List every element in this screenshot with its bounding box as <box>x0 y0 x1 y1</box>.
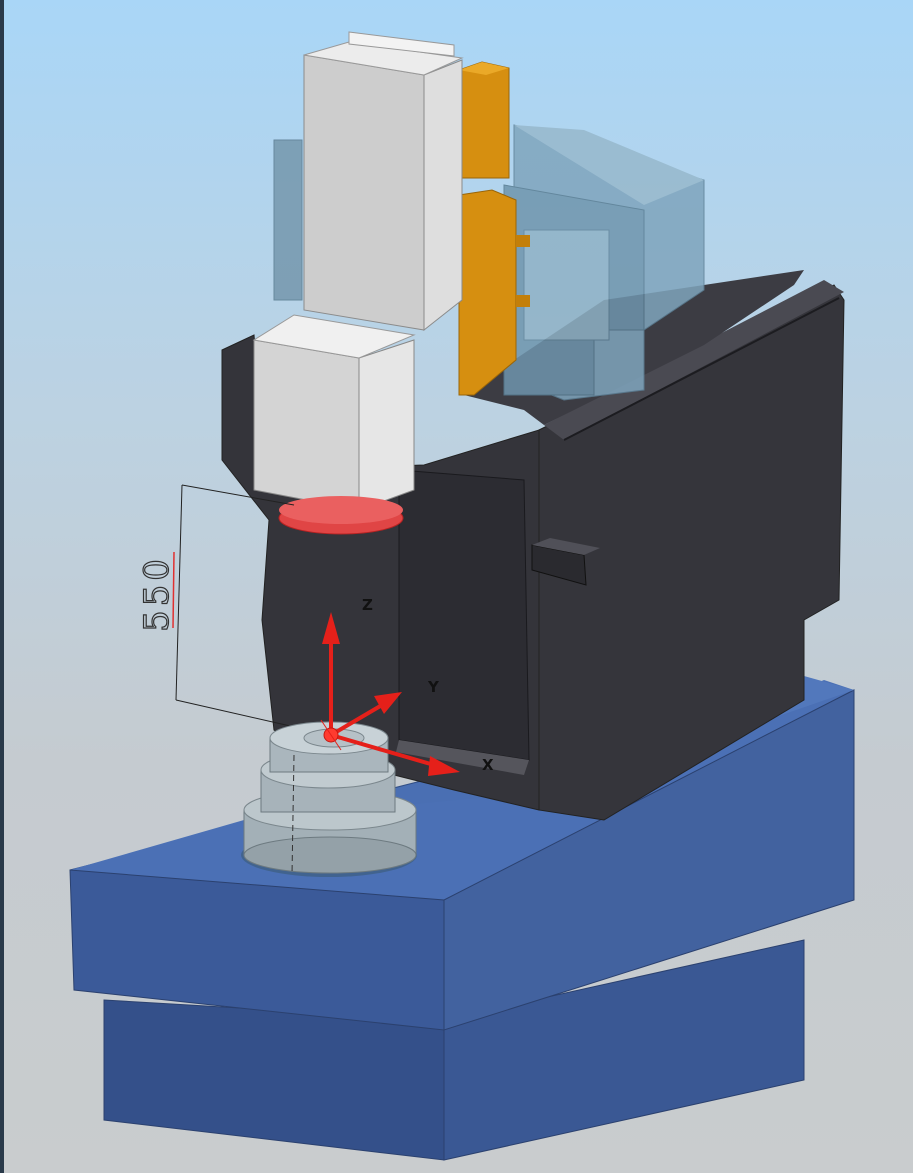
vertical-headstock[interactable] <box>252 31 464 511</box>
machine-tool-model[interactable]: 550 Z Y X <box>4 0 913 1173</box>
spindle-housing-top <box>252 314 416 359</box>
spindle-nose[interactable] <box>278 496 404 535</box>
coordinate-triad[interactable]: Z Y X <box>320 596 494 776</box>
saddle-lower <box>458 189 517 396</box>
column-bracket-top <box>532 538 600 555</box>
x-axis-arrow-shaft <box>330 733 435 767</box>
column-rail-edge <box>563 297 840 441</box>
machine-guard[interactable] <box>273 124 705 401</box>
triad-tool-tip-mark <box>320 719 342 751</box>
saddle-guide-1 <box>516 235 530 247</box>
y-axis-arrow-shaft <box>329 703 384 737</box>
dimension-value: 550 <box>137 555 177 632</box>
base-side-face <box>443 689 855 1031</box>
ram-top <box>303 41 464 76</box>
z-axis-arrowhead <box>322 612 340 644</box>
chuck-seam <box>291 754 295 876</box>
guard-window <box>523 229 610 341</box>
x-axis-arrowhead <box>428 756 460 776</box>
dimension-line <box>175 484 183 701</box>
dimension-ext-bottom <box>175 699 300 729</box>
ram-top-slot <box>348 31 455 57</box>
column-top-rail <box>544 280 844 440</box>
column-recess-floor <box>396 740 529 775</box>
saddle-guide-2 <box>516 295 530 307</box>
guard-top <box>514 125 704 205</box>
ram-front <box>303 54 425 331</box>
ram-side <box>423 59 463 332</box>
x-axis-label: X <box>482 756 494 774</box>
guard-panel-left <box>273 139 303 301</box>
z-axis-label: Z <box>362 596 373 614</box>
dimension-text-underline <box>172 551 175 629</box>
y-axis-arrowhead <box>374 692 402 714</box>
column-inner-recess <box>398 469 530 761</box>
spindle-red-face <box>279 496 403 524</box>
base-plinth-side <box>443 939 805 1161</box>
saddle-upper-top <box>459 62 509 75</box>
spindle-housing-side <box>358 339 415 511</box>
saddle-upper <box>458 61 510 179</box>
y-axis-saddle[interactable] <box>458 61 530 396</box>
workpiece-chuck[interactable] <box>241 721 417 877</box>
spindle-housing-front <box>253 339 360 511</box>
chuck-tier-3-bottom <box>243 836 417 874</box>
y-axis-label: Y <box>427 678 440 696</box>
dimension-ext-top <box>181 484 295 506</box>
dimension-550[interactable]: 550 <box>136 484 300 729</box>
column-bracket <box>531 544 587 586</box>
